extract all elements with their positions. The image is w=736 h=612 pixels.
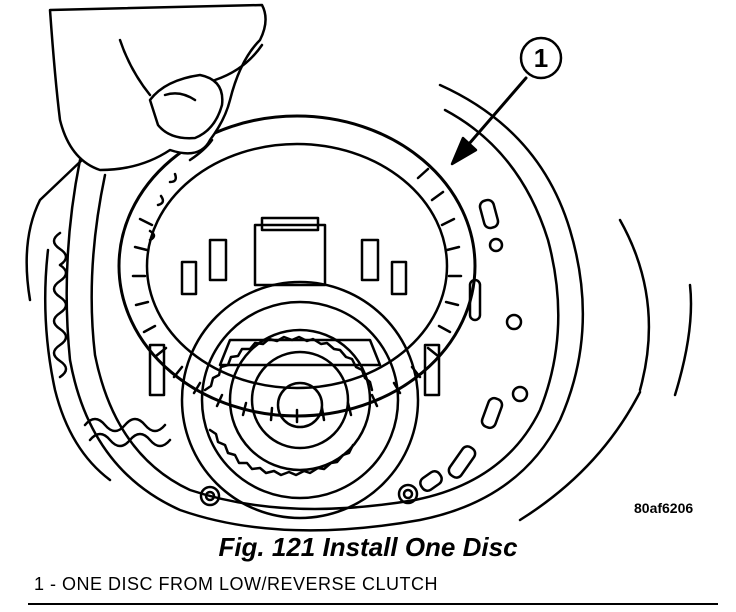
callout-marker: 1 — [519, 36, 563, 80]
hand-icon — [48, 3, 267, 172]
low-reverse-clutch-teeth — [52, 231, 172, 448]
clutch-disc — [117, 114, 477, 424]
planetary-hub — [180, 280, 420, 520]
transmission-case — [25, 83, 693, 532]
clutch-drum-fingers — [148, 216, 441, 397]
image-code: 80af6206 — [634, 500, 694, 516]
arrow-icon — [450, 76, 528, 166]
legend-item: 1 - ONE DISC FROM LOW/REVERSE CLUTCH — [34, 574, 439, 594]
legend-rule — [28, 603, 718, 605]
callout-number: 1 — [534, 43, 548, 73]
figure-caption: Fig. 121 Install One Disc — [218, 532, 518, 562]
